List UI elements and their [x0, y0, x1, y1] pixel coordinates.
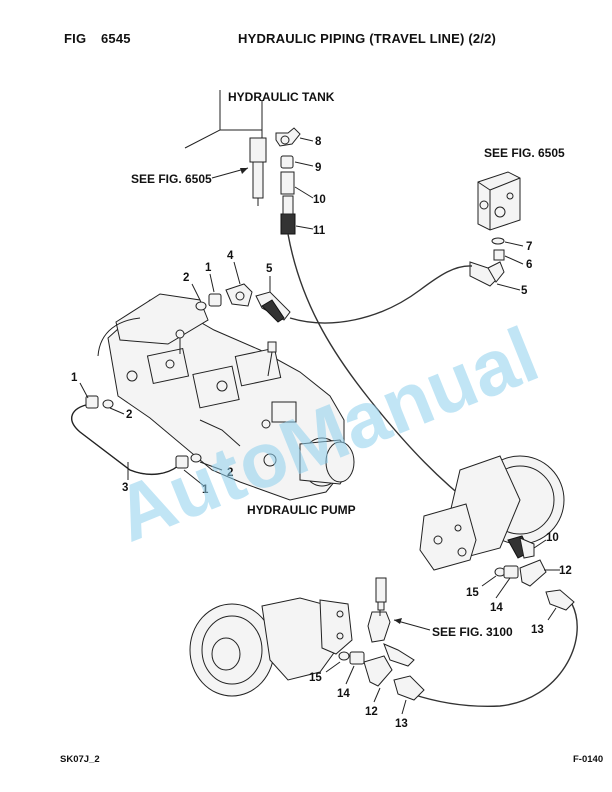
elbow-4 [225, 283, 253, 307]
callout-2-top: 2 [183, 272, 189, 284]
hose-end-5-left [255, 291, 291, 323]
caption-see-fig-6505-left: SEE FIG. 6505 [131, 172, 212, 186]
figure-number: 6545 [101, 31, 131, 46]
arrowhead [240, 168, 248, 174]
hose-tank-to-motor [287, 233, 479, 511]
tee-12-left [363, 655, 393, 687]
valve-block [477, 171, 521, 231]
o-ring-15-left [338, 651, 350, 661]
callout-5-right: 5 [521, 285, 528, 297]
callout-2-bottom: 2 [227, 467, 233, 479]
callout-10: 10 [313, 194, 326, 206]
hose-fitting-10 [280, 171, 295, 195]
callout-9: 9 [315, 162, 321, 174]
o-ring-7 [491, 237, 505, 245]
hose-end-13-left [393, 675, 425, 701]
elbow-10-right [507, 535, 535, 559]
adapter-14-left [349, 651, 365, 665]
travel-motor-left [189, 597, 353, 697]
callout-11: 11 [313, 225, 326, 237]
caption-see-fig-3100: SEE FIG. 3100 [432, 625, 513, 639]
callout-12-left: 12 [365, 706, 378, 718]
page-title: HYDRAULIC PIPING (TRAVEL LINE) (2/2) [238, 31, 497, 46]
hose-end-13-right [545, 589, 575, 611]
callout-1-bottom: 1 [202, 484, 209, 496]
o-ring-2-bottom [190, 453, 202, 463]
callout-3: 3 [122, 482, 128, 494]
travel-motor-right [419, 455, 565, 571]
o-ring-2-left [102, 399, 114, 409]
elbow-fitting-8 [275, 127, 301, 147]
caption-see-fig-6505-right: SEE FIG. 6505 [484, 146, 565, 160]
callout-5-left: 5 [266, 263, 273, 275]
adapter-14-right [503, 565, 519, 579]
callout-6: 6 [526, 259, 532, 271]
callout-1-top: 1 [205, 262, 212, 274]
gear-pump [263, 437, 355, 487]
callout-15-left: 15 [309, 672, 322, 684]
callout-15-right: 15 [466, 587, 479, 599]
adapter-1-bottom [175, 455, 189, 469]
callout-13-left: 13 [395, 718, 408, 730]
caption-hydraulic-tank: HYDRAULIC TANK [228, 90, 335, 104]
hydraulic-tank [184, 90, 267, 206]
callout-4: 4 [227, 250, 234, 262]
callout-1-left: 1 [71, 372, 78, 384]
callout-14-left: 14 [337, 688, 350, 700]
o-ring-2 [195, 301, 207, 311]
callout-14-right: 14 [490, 602, 503, 614]
footer-code-left: SK07J_2 [60, 754, 100, 765]
adapter-6 [493, 249, 505, 261]
callout-2-left: 2 [126, 409, 132, 421]
tee-12-right [519, 559, 547, 587]
swivel-hose-end-5-right [469, 261, 505, 287]
callout-8: 8 [315, 136, 322, 148]
hose-pump-to-valve [289, 265, 473, 324]
hose-right-motor-lower [411, 603, 578, 708]
adapter-9 [280, 155, 294, 169]
adapter-1-left [85, 395, 99, 409]
footer-code-right: F-0140 [573, 754, 604, 765]
callout-13-right: 13 [531, 624, 544, 636]
arrowhead [394, 618, 402, 624]
callout-12-right: 12 [559, 565, 572, 577]
swivel-joint-parts [367, 577, 415, 667]
callout-7: 7 [526, 241, 532, 253]
hose-nut-11 [280, 213, 296, 235]
hydraulic-pump [97, 293, 345, 501]
callout-10-right: 10 [546, 532, 559, 544]
figure-label: FIG [64, 31, 87, 46]
caption-hydraulic-pump: HYDRAULIC PUMP [247, 503, 356, 517]
hose-end [282, 195, 294, 215]
adapter-1 [208, 293, 222, 307]
